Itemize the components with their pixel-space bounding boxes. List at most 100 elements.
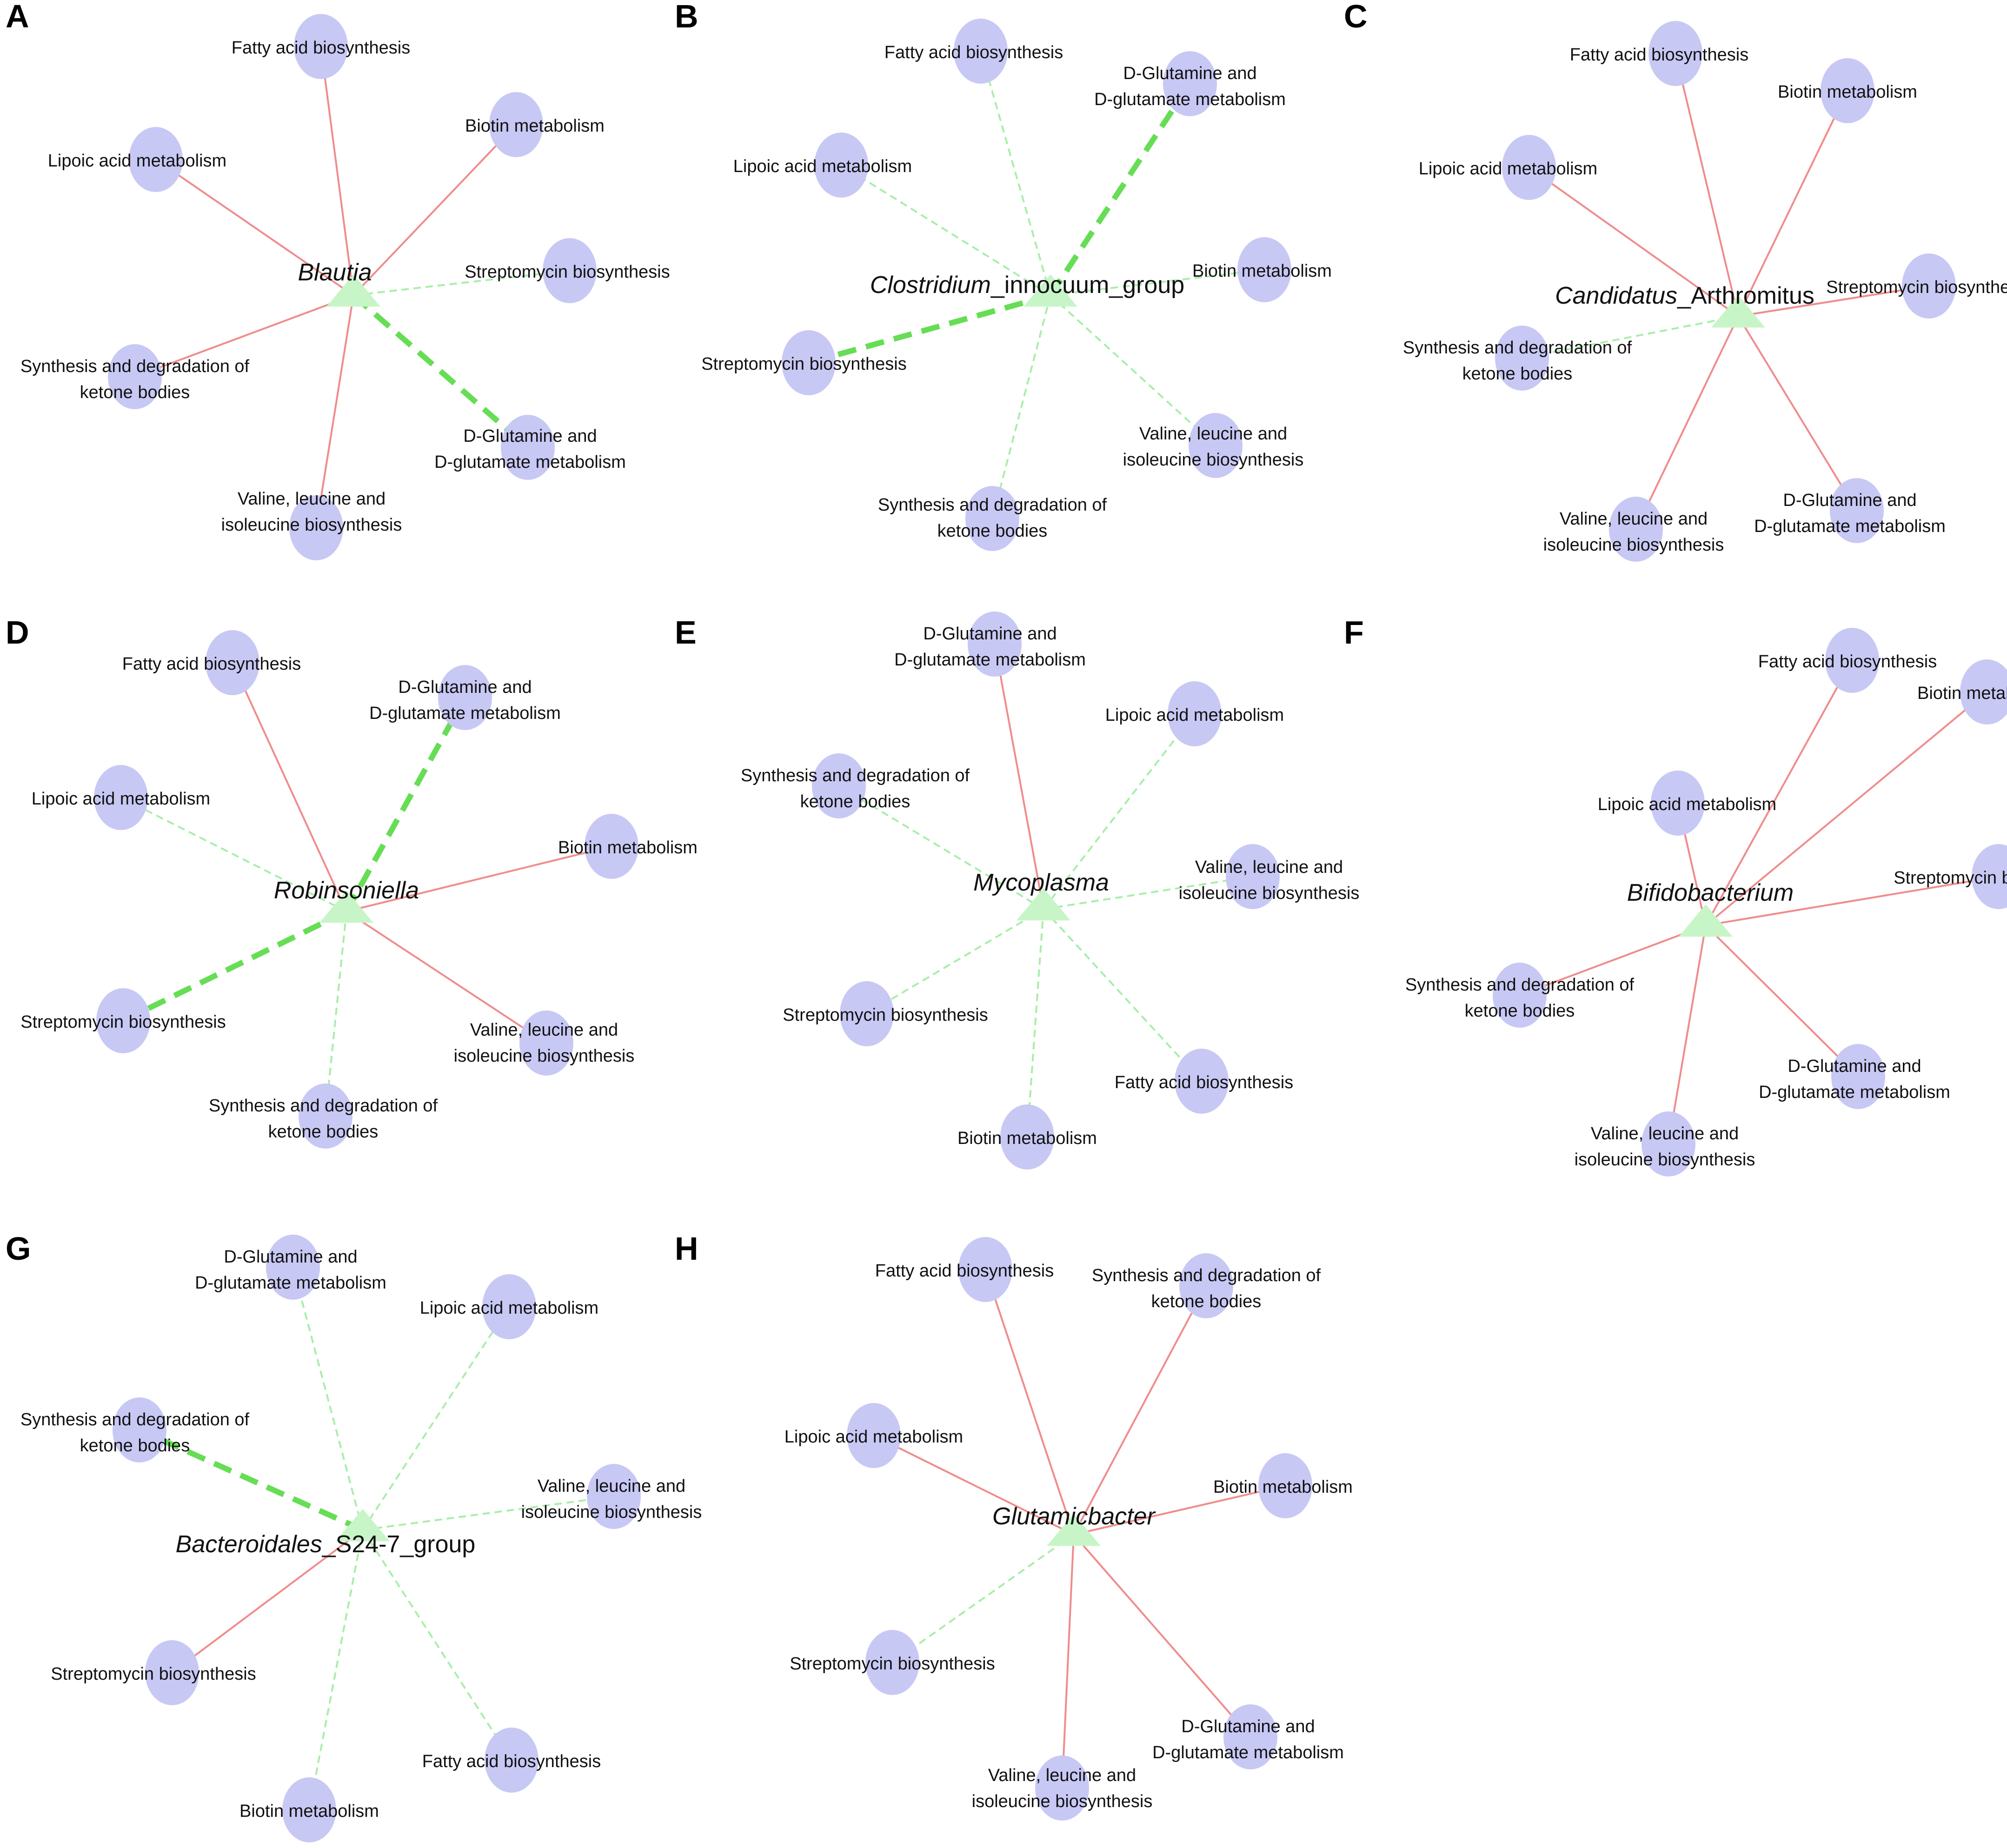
pathway-label-line: ketone bodies [1462,364,1573,384]
pathway-label-line: Synthesis and degradation of [1405,975,1635,995]
pathway-label-line: Fatty acid biosynthesis [232,38,410,58]
pathway-node [96,988,150,1053]
hub-label-genus: Blautia [298,259,372,286]
pathway-label-line: Synthesis and degradation of [1403,338,1632,358]
panel-letter: H [675,1230,698,1267]
edge-neg-strong [138,1427,364,1533]
pathway-label-line: isoleucine biosynthesis [1543,535,1724,555]
edge-pos [1705,660,1853,926]
pathway-label-line: ketone bodies [937,521,1048,541]
pathway-node [1495,326,1549,391]
pathway-label-line: D-glutamate metabolism [434,452,626,472]
pathway-label: Streptomycin biosynthesis [51,1664,256,1684]
pathway-label: Biotin metabolism [1192,261,1332,281]
pathway-node [501,415,555,480]
pathway-node [1175,1049,1229,1114]
pathway-node [1000,1104,1054,1170]
pathway-node [1502,135,1556,200]
edge-neg [362,1496,614,1531]
pathway-label-line: Streptomycin biosynthesis [701,354,906,374]
hub-label-genus: Bifidobacterium [1627,879,1794,906]
pathway-node [108,344,162,409]
pathway-label-line: D-Glutamine and [1181,1717,1315,1736]
hub-label-genus: Clostridium [870,272,991,299]
pathway-label-line: Synthesis and degradation of [209,1096,438,1116]
pathway-label-line: Streptomycin biosynthesis [790,1654,995,1674]
hub-label: Bifidobacterium [1627,879,1794,906]
pathway-label-line: Biotin metabolism [239,1801,379,1821]
pathway-label-line: isoleucine biosynthesis [521,1502,702,1522]
pathway-label-line: Fatty acid biosynthesis [1115,1073,1293,1092]
pathway-label-line: isoleucine biosynthesis [454,1046,635,1066]
pathway-label-line: D-glutamate metabolism [369,704,561,723]
pathway-label-line: isoleucine biosynthesis [972,1792,1153,1811]
edge-neg [1043,876,1253,910]
pathway-node [113,1397,166,1462]
pathway-node [543,238,597,303]
panel-letter: F [1344,614,1364,651]
pathway-label-line: D-Glutamine and [463,426,597,446]
pathway-label: Biotin metabolism [239,1801,379,1821]
edge-pos [1737,315,1858,512]
edge-pos [155,159,354,296]
pathway-label-line: Valine, leucine and [538,1476,685,1496]
edge-neg [840,164,1051,296]
edge-pos [1738,285,1929,317]
pathway-label-line: D-glutamate metabolism [195,1273,386,1293]
pathway-label: Streptomycin biosynthesis [1894,868,2007,888]
pathway-node [145,1640,199,1705]
pathway-label-line: D-Glutamine and [224,1247,357,1267]
panel-letter: D [6,614,29,651]
edge-neg-strong [122,909,348,1024]
edge-pos [346,845,612,912]
edge-neg [891,1534,1075,1663]
pathway-label-line: Streptomycin biosynthesis [1894,868,2007,888]
hub-label: Blautia [298,259,372,286]
hub-label-suffix: _innocuum_group [990,272,1184,299]
pathway-label-line: Streptomycin biosynthesis [1826,278,2007,297]
pathway-label-line: Streptomycin biosynthesis [51,1664,256,1684]
pathway-node [965,486,1019,551]
pathway-label: Biotin metabolism [1213,1477,1353,1497]
edge-neg-strong [352,293,530,450]
pathway-label: Lipoic acid metabolism [1598,795,1776,814]
pathway-label: Streptomycin biosynthesis [20,1012,226,1032]
pathway-node [1168,681,1222,746]
pathway-label-line: Valine, leucine and [1195,858,1343,877]
pathway-node [1035,1755,1089,1821]
pathway-label: Lipoic acid metabolism [1105,705,1284,725]
pathway-node [206,630,259,695]
pathway-label-line: Lipoic acid metabolism [784,1427,963,1447]
edge-neg [991,295,1051,519]
pathway-node [1226,844,1280,909]
pathway-label-line: Valine, leucine and [1591,1124,1739,1143]
hub-label-genus: Robinsoniella [274,877,419,904]
pathway-label-line: Biotin metabolism [957,1129,1097,1148]
pathway-label-line: Streptomycin biosynthesis [20,1012,226,1032]
pathway-label: Biotin metabolism [957,1129,1097,1148]
pathway-node [958,1237,1012,1302]
pathway-label-line: D-glutamate metabolism [894,650,1086,670]
pathway-node [1163,51,1217,116]
hub-label: Glutamicbacter [992,1503,1156,1530]
edge-pos [873,1435,1074,1536]
edge-pos [1705,876,1999,926]
pathway-node [129,127,183,192]
pathway-label-line: Streptomycin biosynthesis [465,262,670,282]
